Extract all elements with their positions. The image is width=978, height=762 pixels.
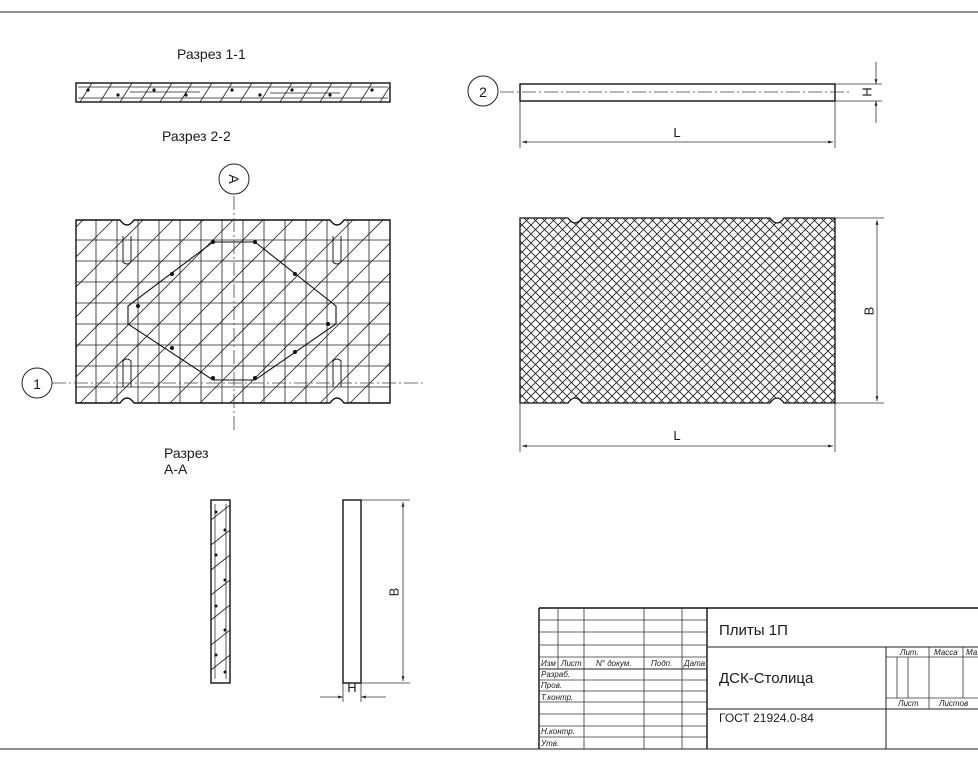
section-1-1-label: Разрез 1-1 [177, 46, 246, 62]
tb-col-list: Лист [560, 659, 582, 668]
tb-row-prov: Пров. [541, 681, 562, 690]
cut-marker-2 [467, 75, 499, 107]
section-2-2-label: Разрез 2-2 [162, 128, 231, 144]
plan-dim-b: B [862, 307, 877, 316]
tb-row-utv: Утв. [540, 739, 559, 748]
section-2-2-plan [75, 219, 391, 404]
standard-code: ГОСТ 21924.0-84 [719, 711, 814, 725]
tb-col-doc: N° докум. [596, 659, 632, 668]
side-dim-b: B [387, 588, 402, 597]
side-dim-h: H [347, 680, 356, 695]
cut-marker-1-label: 1 [33, 376, 41, 392]
tb-lit: Лит. [899, 648, 919, 657]
tb-col-sign: Подп. [651, 659, 672, 668]
section-aa-label-line1: Разрез [164, 445, 209, 461]
plan-dim-l: L [673, 428, 680, 443]
tb-sheet: Лист [897, 699, 919, 708]
cut-marker-a [218, 163, 250, 195]
tb-row-razrab: Разраб. [541, 670, 570, 679]
elevation-dim-l: L [673, 125, 680, 140]
elevation-dim-h: H [860, 87, 875, 96]
tb-masshtab: Ма [966, 648, 978, 657]
elevation-view [500, 62, 882, 148]
section-1-1-view [75, 82, 391, 103]
section-aa-label-line2: А-А [164, 461, 188, 477]
tb-row-tkontr: Т.контр. [541, 693, 573, 702]
organization-name: ДСК-Столица [719, 670, 814, 687]
tb-col-izm: Изм [541, 659, 556, 668]
tb-row-nkontr: Н.контр. [541, 727, 575, 736]
tb-col-date: Дата [683, 659, 706, 668]
cut-marker-1 [21, 367, 53, 399]
cut-marker-a-label: А [226, 174, 242, 184]
product-name: Плиты 1П [719, 622, 788, 639]
title-block [538, 607, 978, 749]
section-aa-view [210, 499, 231, 684]
side-view [320, 499, 410, 702]
tb-massa: Масса [934, 648, 958, 657]
tb-sheets: Листов [938, 699, 968, 708]
plan-view [519, 217, 884, 452]
cut-marker-2-label: 2 [479, 84, 487, 100]
